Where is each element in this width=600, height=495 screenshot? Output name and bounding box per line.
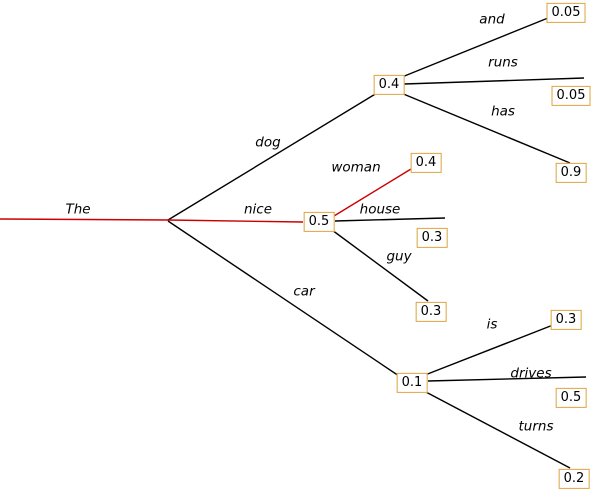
branch-label-runs: runs	[488, 54, 518, 71]
edge-runs	[403, 77, 585, 85]
branch-label-guy: guy	[386, 248, 412, 265]
prob-node-nice: 0.5	[303, 211, 335, 233]
prob-leaf-runs: 0.05	[551, 85, 591, 107]
branch-label-is: is	[486, 316, 498, 333]
edge-turns	[423, 390, 571, 469]
prob-leaf-woman: 0.4	[410, 152, 442, 174]
branch-label-has: has	[491, 103, 515, 120]
edge-drives	[427, 376, 587, 382]
edge-and	[401, 17, 549, 78]
prob-leaf-and: 0.05	[546, 2, 586, 24]
prob-node-dog: 0.4	[373, 74, 405, 96]
edge-house	[334, 217, 446, 222]
prob-node-car: 0.1	[396, 372, 428, 394]
edge-car	[167, 220, 400, 377]
prob-leaf-has: 0.9	[555, 162, 587, 184]
edge-has	[400, 92, 571, 164]
edge-guy	[331, 229, 429, 302]
edge-dog	[167, 92, 378, 221]
branch-label-dog: dog	[255, 134, 281, 151]
branch-label-nice: nice	[243, 201, 273, 218]
prob-leaf-is: 0.3	[550, 309, 582, 331]
edge-root-highlight	[0, 218, 169, 221]
branch-label-house: house	[359, 201, 401, 218]
prob-leaf-drives: 0.5	[555, 387, 587, 409]
prob-leaf-house: 0.3	[416, 227, 448, 249]
branch-label-car: car	[293, 283, 315, 300]
branch-label-drives: drives	[510, 365, 552, 382]
branch-label-and: and	[479, 11, 505, 28]
prob-leaf-guy: 0.3	[415, 301, 447, 323]
root-word-label: The	[65, 201, 91, 218]
edge-nice-highlight	[167, 219, 304, 223]
prob-leaf-turns: 0.2	[558, 468, 590, 490]
branch-label-turns: turns	[518, 418, 554, 435]
branch-label-woman: woman	[331, 159, 381, 176]
edge-woman-highlight	[333, 168, 412, 217]
edge-is	[424, 324, 554, 376]
